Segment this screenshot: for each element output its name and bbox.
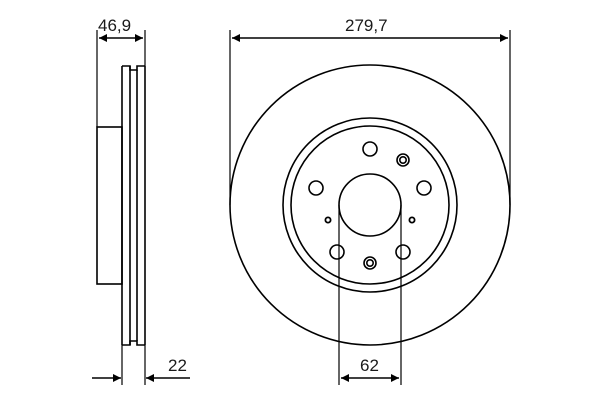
threaded-holes: [363, 153, 410, 270]
center-bore: [338, 173, 402, 237]
hat-section: [96, 126, 123, 285]
center-bore-label: 62: [360, 356, 379, 375]
thickness-label: 46,9: [98, 16, 131, 35]
min-thickness-label: 22: [168, 356, 187, 375]
front-view: [229, 30, 511, 385]
min-thickness-dimension: 22: [92, 356, 190, 382]
thickness-dimension: 46,9: [98, 16, 143, 42]
center-bore-dimension: 62: [341, 356, 399, 382]
outer-edge: [229, 64, 511, 346]
small-holes: [324, 216, 416, 224]
hat-ring-outer: [282, 117, 458, 293]
outer-diameter-dimension: 279,7: [232, 16, 508, 42]
bolt-holes: [308, 141, 432, 260]
hat-ring-inner: [290, 125, 450, 285]
outer-diameter-label: 279,7: [345, 16, 388, 35]
side-profile: [96, 30, 146, 385]
